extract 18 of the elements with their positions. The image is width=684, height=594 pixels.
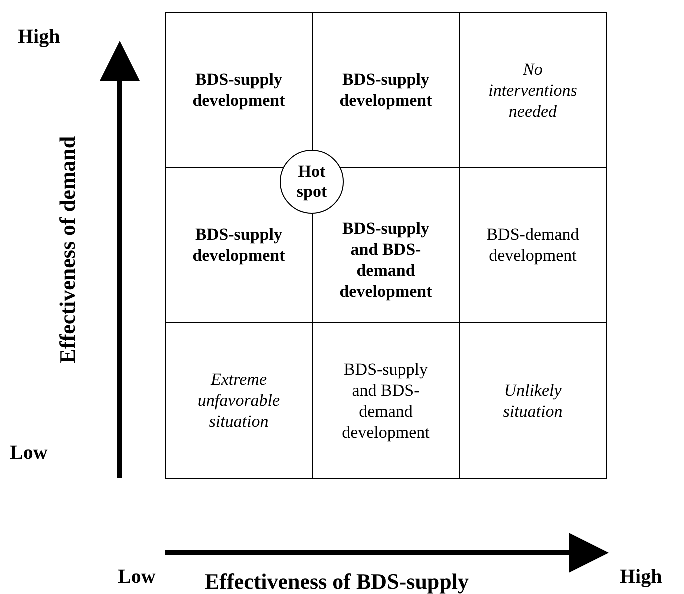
cell-text: Unlikely situation bbox=[502, 380, 564, 422]
cell-text: BDS-supply and BDS-demand development bbox=[339, 218, 433, 302]
axis-title: Effectiveness of demand bbox=[55, 136, 81, 364]
cell-text: BDS-supply development bbox=[192, 69, 286, 111]
cell-text: Extreme unfavorable situation bbox=[196, 369, 282, 432]
axis-end-label: Low bbox=[10, 442, 48, 465]
axis-end-label: Low bbox=[118, 566, 156, 589]
cell-text: BDS-supply and BDS-demand development bbox=[341, 358, 431, 442]
cell-text: BDS-supply development bbox=[192, 224, 286, 266]
axis-end-label: High bbox=[18, 26, 60, 49]
axis-title: Effectiveness of BDS-supply bbox=[205, 569, 470, 594]
cell-text: BDS-supply development bbox=[339, 69, 433, 111]
matrix-cell bbox=[165, 322, 313, 479]
cell-text: BDS-demand development bbox=[486, 224, 580, 266]
matrix-cell bbox=[459, 12, 607, 168]
cell-text: No interventions needed bbox=[488, 58, 578, 122]
matrix-cell bbox=[459, 322, 607, 479]
axis-end-label: High bbox=[620, 566, 662, 589]
